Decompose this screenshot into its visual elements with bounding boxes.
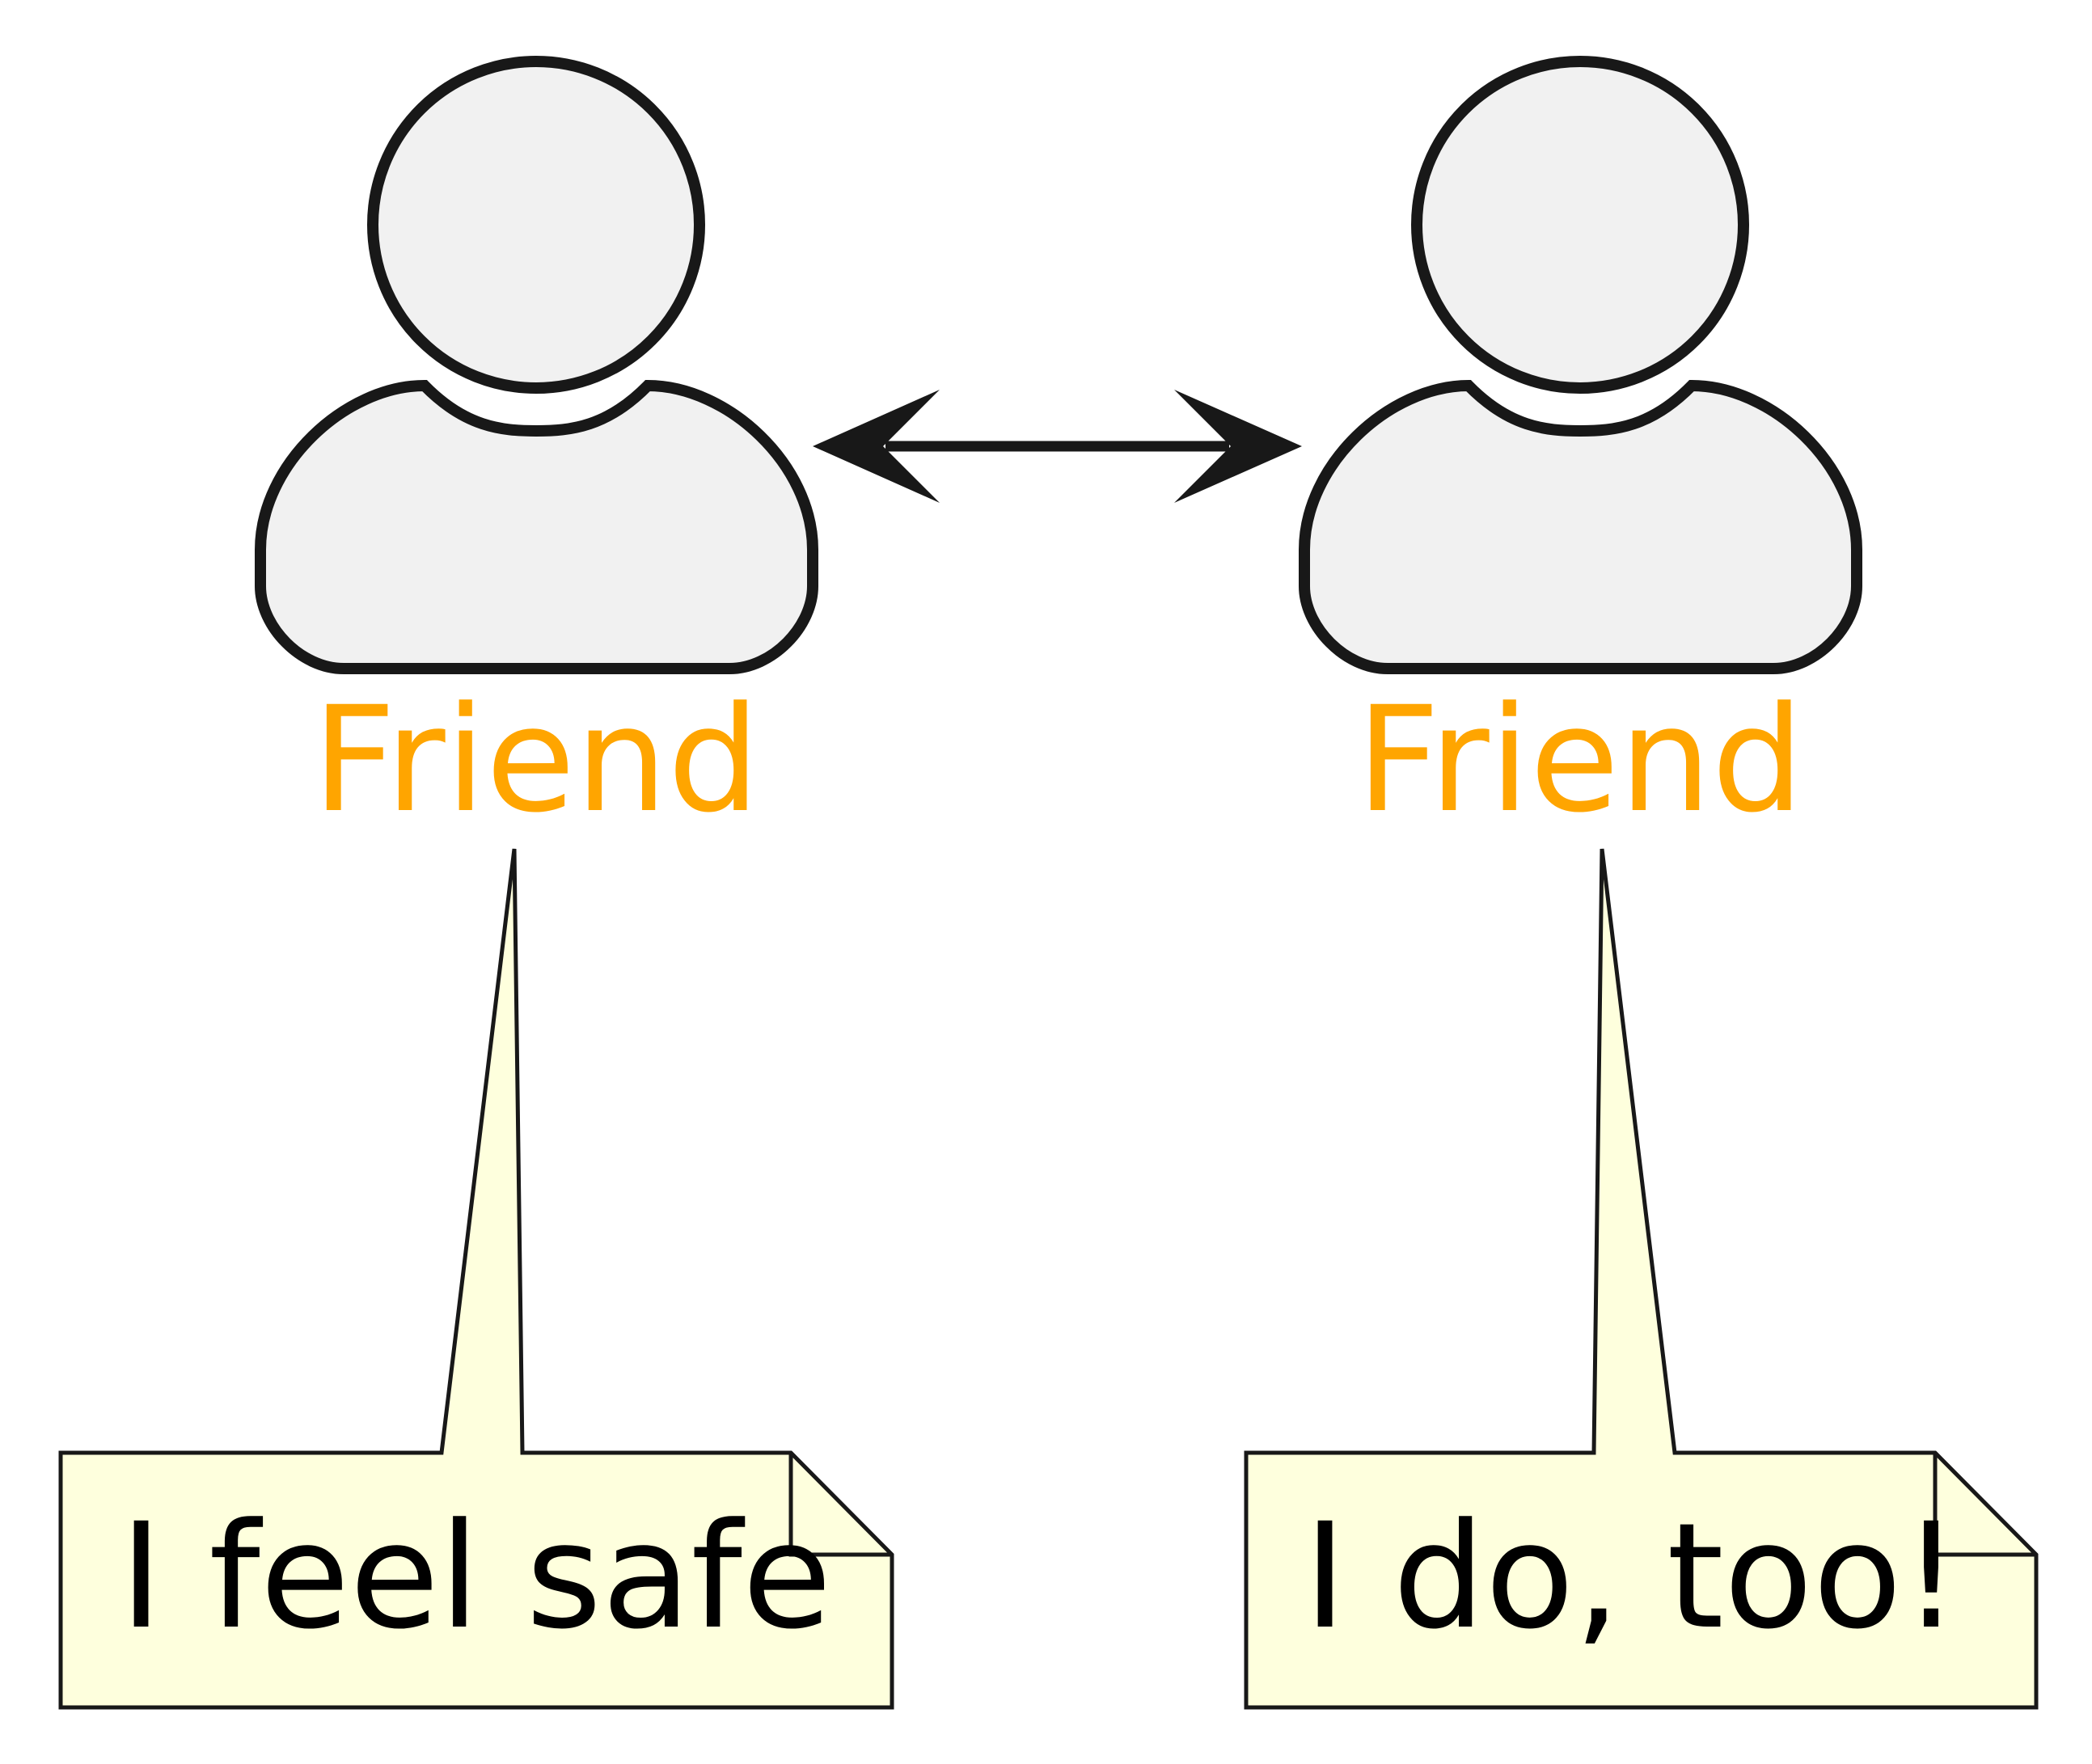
actor-label-right: Friend: [1356, 676, 1804, 845]
actor-label-left: Friend: [312, 676, 760, 845]
note-left[interactable]: I feel safe: [58, 848, 894, 1710]
arrow-head-left: [813, 390, 940, 503]
note-fold: [788, 1453, 892, 1557]
actor-friend-right[interactable]: Friend: [1299, 56, 1862, 845]
person-body: [1299, 379, 1862, 674]
arrow-head-right: [1174, 390, 1302, 503]
person-head: [367, 56, 705, 394]
bidirectional-arrow: [813, 390, 1302, 503]
person-icon: [1299, 56, 1862, 674]
note-fold: [1933, 1453, 2036, 1557]
person-body: [255, 379, 818, 674]
note-right[interactable]: I do, too!: [1244, 848, 2039, 1710]
note-text-right: I do, too!: [1304, 1492, 1960, 1661]
note-text-left: I feel safe: [120, 1492, 832, 1661]
actor-friend-left[interactable]: Friend: [255, 56, 818, 845]
person-head: [1411, 56, 1749, 394]
person-icon: [255, 56, 818, 674]
